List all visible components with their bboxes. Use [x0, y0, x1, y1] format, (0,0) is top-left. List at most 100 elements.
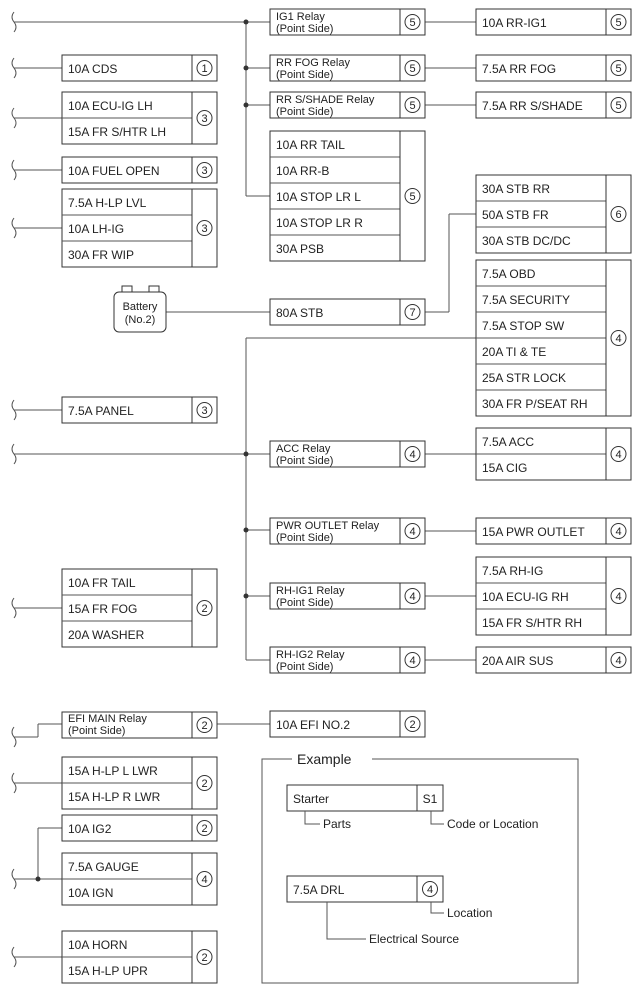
svg-text:5: 5: [409, 191, 415, 203]
svg-text:Code or Location: Code or Location: [447, 817, 538, 831]
fuse-rr-ig1: 10A RR-IG1 5: [475, 8, 632, 36]
svg-text:7.5A PANEL: 7.5A PANEL: [68, 404, 134, 418]
svg-text:80A STB: 80A STB: [276, 306, 323, 320]
svg-text:10A FR TAIL: 10A FR TAIL: [68, 576, 136, 590]
svg-text:EFI MAIN Relay: EFI MAIN Relay: [68, 713, 147, 725]
svg-text:5: 5: [409, 17, 415, 29]
svg-text:20A AIR SUS: 20A AIR SUS: [482, 654, 553, 668]
svg-text:4: 4: [409, 449, 415, 461]
svg-text:7.5A ACC: 7.5A ACC: [482, 435, 534, 449]
svg-text:10A ECU-IG RH: 10A ECU-IG RH: [482, 590, 569, 604]
svg-text:4: 4: [427, 884, 433, 896]
fuse-ig2: 10A IG2 2: [61, 814, 218, 842]
svg-text:RH-IG2 Relay: RH-IG2 Relay: [276, 649, 345, 661]
svg-text:7.5A RH-IG: 7.5A RH-IG: [482, 564, 543, 578]
fuse-group-hlp-lwr: 15A H-LP L LWR 15A H-LP R LWR 2: [61, 756, 218, 810]
svg-text:3: 3: [201, 113, 207, 125]
svg-text:(Point Side): (Point Side): [276, 23, 333, 35]
svg-text:20A TI & TE: 20A TI & TE: [482, 345, 546, 359]
svg-text:RR S/SHADE Relay: RR S/SHADE Relay: [276, 94, 375, 106]
svg-text:10A RR TAIL: 10A RR TAIL: [276, 138, 345, 152]
svg-text:3: 3: [201, 223, 207, 235]
svg-text:3: 3: [201, 405, 207, 417]
svg-text:15A PWR OUTLET: 15A PWR OUTLET: [482, 525, 585, 539]
fuse-rr-fog: 7.5A RR FOG 5: [475, 54, 632, 82]
relay-rr-sshade: RR S/SHADE Relay (Point Side) 5: [269, 91, 426, 119]
example-legend: Example Starter S1 Parts Code or Locatio…: [261, 751, 579, 984]
svg-text:5: 5: [615, 17, 621, 29]
fuse-rr-sshade: 7.5A RR S/SHADE 5: [475, 91, 632, 119]
svg-text:(Point Side): (Point Side): [276, 597, 333, 609]
relay-rh-ig1: RH-IG1 Relay (Point Side) 4: [269, 582, 426, 610]
svg-text:15A FR S/HTR RH: 15A FR S/HTR RH: [482, 616, 582, 630]
svg-text:IG1 Relay: IG1 Relay: [276, 11, 325, 23]
battery: Battery (No.2): [113, 285, 167, 333]
fuse-group-fr-tail: 10A FR TAIL 15A FR FOG 20A WASHER 2: [61, 568, 218, 648]
fuse-group-rr-tail: 10A RR TAIL 10A RR-B 10A STOP LR L 10A S…: [269, 130, 426, 262]
wiring: [14, 21, 476, 958]
svg-text:4: 4: [615, 655, 621, 667]
fuse-group-rh-ig: 7.5A RH-IG 10A ECU-IG RH 15A FR S/HTR RH…: [475, 556, 632, 636]
svg-text:Starter: Starter: [293, 792, 329, 806]
fuse-pwr-outlet: 15A PWR OUTLET 4: [475, 517, 632, 545]
svg-text:PWR OUTLET Relay: PWR OUTLET Relay: [276, 520, 380, 532]
svg-text:2: 2: [201, 720, 207, 732]
fuse-group-horn: 10A HORN 15A H-LP UPR 2: [61, 930, 218, 984]
svg-text:25A STR LOCK: 25A STR LOCK: [482, 371, 566, 385]
fuse-panel: 7.5A PANEL 3: [61, 396, 218, 424]
svg-text:7: 7: [409, 307, 415, 319]
svg-text:(Point Side): (Point Side): [276, 69, 333, 81]
svg-text:(No.2): (No.2): [125, 314, 156, 326]
svg-text:10A STOP LR R: 10A STOP LR R: [276, 216, 363, 230]
svg-text:15A H-LP L LWR: 15A H-LP L LWR: [68, 764, 158, 778]
fuse-stb: 80A STB 7: [269, 298, 426, 326]
svg-text:4: 4: [615, 526, 621, 538]
fuse-fuel-open: 10A FUEL OPEN 3: [61, 156, 218, 184]
svg-text:7.5A RR S/SHADE: 7.5A RR S/SHADE: [482, 99, 583, 113]
fuse-group-hlp-lvl: 7.5A H-LP LVL 10A LH-IG 30A FR WIP 3: [61, 188, 218, 268]
svg-text:7.5A SECURITY: 7.5A SECURITY: [482, 293, 570, 307]
svg-text:15A H-LP R LWR: 15A H-LP R LWR: [68, 790, 161, 804]
svg-text:3: 3: [201, 165, 207, 177]
relay-efi-main: EFI MAIN Relay (Point Side) 2: [61, 711, 218, 739]
fuse-air-sus: 20A AIR SUS 4: [475, 646, 632, 674]
svg-text:(Point Side): (Point Side): [276, 661, 333, 673]
svg-text:5: 5: [615, 100, 621, 112]
svg-text:10A LH-IG: 10A LH-IG: [68, 222, 124, 236]
svg-text:(Point Side): (Point Side): [68, 725, 125, 737]
svg-text:10A STOP LR L: 10A STOP LR L: [276, 190, 361, 204]
svg-text:2: 2: [201, 823, 207, 835]
svg-text:10A IGN: 10A IGN: [68, 886, 113, 900]
svg-text:10A ECU-IG LH: 10A ECU-IG LH: [68, 99, 153, 113]
relay-rh-ig2: RH-IG2 Relay (Point Side) 4: [269, 646, 426, 674]
svg-text:7.5A DRL: 7.5A DRL: [293, 883, 345, 897]
svg-text:10A HORN: 10A HORN: [68, 938, 127, 952]
svg-text:20A WASHER: 20A WASHER: [68, 628, 145, 642]
svg-text:5: 5: [615, 63, 621, 75]
svg-text:2: 2: [201, 603, 207, 615]
svg-text:30A STB RR: 30A STB RR: [482, 182, 550, 196]
svg-text:(Point Side): (Point Side): [276, 106, 333, 118]
svg-text:15A FR FOG: 15A FR FOG: [68, 602, 137, 616]
svg-text:15A CIG: 15A CIG: [482, 461, 527, 475]
relay-acc: ACC Relay (Point Side) 4: [269, 440, 426, 468]
svg-text:4: 4: [409, 655, 415, 667]
svg-text:4: 4: [201, 874, 207, 886]
relay-pwr-outlet: PWR OUTLET Relay (Point Side) 4: [269, 517, 426, 545]
fuse-group-stb-rr: 30A STB RR 50A STB FR 30A STB DC/DC 6: [475, 174, 632, 254]
svg-text:Battery: Battery: [123, 301, 158, 313]
svg-text:Location: Location: [447, 906, 492, 920]
svg-text:RR FOG Relay: RR FOG Relay: [276, 57, 350, 69]
svg-text:1: 1: [201, 63, 207, 75]
svg-text:6: 6: [615, 209, 621, 221]
fuse-efi-no2: 10A EFI NO.2 2: [269, 710, 426, 738]
svg-text:7.5A OBD: 7.5A OBD: [482, 267, 536, 281]
relay-ig1: IG1 Relay (Point Side) 5: [269, 8, 426, 36]
svg-text:7.5A RR FOG: 7.5A RR FOG: [482, 62, 556, 76]
svg-text:4: 4: [615, 591, 621, 603]
svg-text:5: 5: [409, 63, 415, 75]
wire-break-marks: [11, 11, 17, 968]
svg-text:RH-IG1 Relay: RH-IG1 Relay: [276, 585, 345, 597]
fuse-group-obd: 7.5A OBD 7.5A SECURITY 7.5A STOP SW 20A …: [475, 259, 632, 417]
